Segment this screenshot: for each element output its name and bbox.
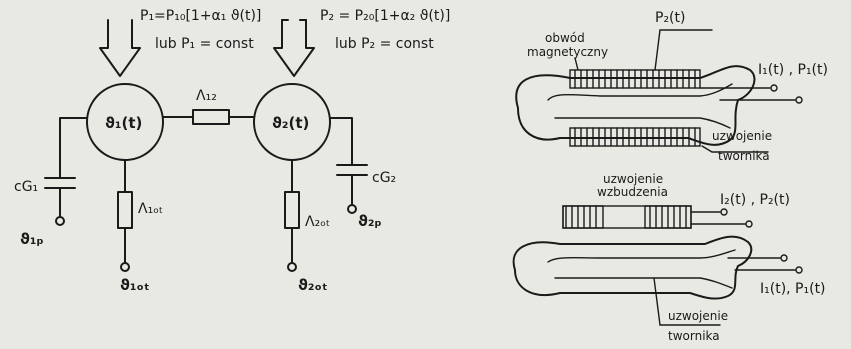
node2-label: ϑ₂(t) bbox=[272, 114, 309, 132]
excitation-label-line2: wzbudzenia bbox=[597, 185, 668, 199]
lambda1ot-label: Λ₁ₒₜ bbox=[138, 201, 163, 217]
capacitor-cg2 bbox=[329, 117, 368, 214]
p2-top-label: P₂(t) bbox=[655, 10, 685, 26]
heat-input-arrow-2 bbox=[273, 19, 315, 77]
cg1-label: cG₁ bbox=[14, 179, 38, 195]
input-top-label: I₁(t) , P₁(t) bbox=[758, 62, 828, 78]
input2-label: I₂(t) , P₂(t) bbox=[720, 192, 790, 208]
p1-formula: P₁=P₁₀[1+α₁ ϑ(t)] bbox=[140, 8, 261, 24]
theta2p-label: ϑ₂ₚ bbox=[358, 212, 382, 230]
lambda2ot-label: Λ₂ₒₜ bbox=[305, 214, 330, 230]
heat-input-arrow-1 bbox=[99, 19, 141, 77]
magnetic-circuit-label-line2: magnetyczny bbox=[527, 45, 608, 59]
p1-alternative: lub P₁ = const bbox=[155, 36, 254, 52]
armature-bottom-label-line2: twornika bbox=[668, 329, 720, 343]
theta1p-label: ϑ₁ₚ bbox=[20, 230, 44, 248]
node1-label: ϑ₁(t) bbox=[105, 114, 142, 132]
capacitor-cg1 bbox=[44, 117, 88, 226]
input1-bottom-label: I₁(t), P₁(t) bbox=[760, 281, 826, 297]
coil-top-upper bbox=[569, 69, 701, 89]
theta1ot-label: ϑ₁ₒₜ bbox=[120, 276, 150, 294]
coil-top-lower bbox=[569, 127, 701, 147]
magnetic-core-bottom bbox=[512, 235, 753, 300]
armature-bottom-label-line1: uzwojenie bbox=[668, 309, 728, 323]
conductance-lambda1ot bbox=[117, 159, 133, 272]
magnetic-circuit-label-line1: obwód bbox=[545, 31, 585, 45]
thermal-network: P₁=P₁₀[1+α₁ ϑ(t)] lub P₁ = const P₂ = P₂… bbox=[14, 8, 450, 294]
p2-alternative: lub P₂ = const bbox=[335, 36, 434, 52]
device-bottom: uzwojenie wzbudzenia I₂(t) , P₂(t) I₁(t)… bbox=[512, 172, 826, 343]
p2-formula: P₂ = P₂₀[1+α₂ ϑ(t)] bbox=[320, 8, 450, 24]
cg2-label: cG₂ bbox=[372, 170, 396, 186]
excitation-winding bbox=[562, 205, 692, 229]
conductance-lambda2ot bbox=[284, 159, 300, 272]
conductance-lambda12 bbox=[162, 109, 255, 125]
device-top: obwód magnetyczny P₂(t) I₁(t) , P₁(t) uz… bbox=[515, 10, 828, 163]
theta2ot-label: ϑ₂ₒₜ bbox=[298, 276, 328, 294]
lambda12-label: Λ₁₂ bbox=[196, 88, 217, 104]
armature-top-label-line1: uzwojenie bbox=[712, 129, 772, 143]
armature-top-label-line2: twornika bbox=[718, 149, 770, 163]
excitation-label-line1: uzwojenie bbox=[603, 172, 663, 186]
